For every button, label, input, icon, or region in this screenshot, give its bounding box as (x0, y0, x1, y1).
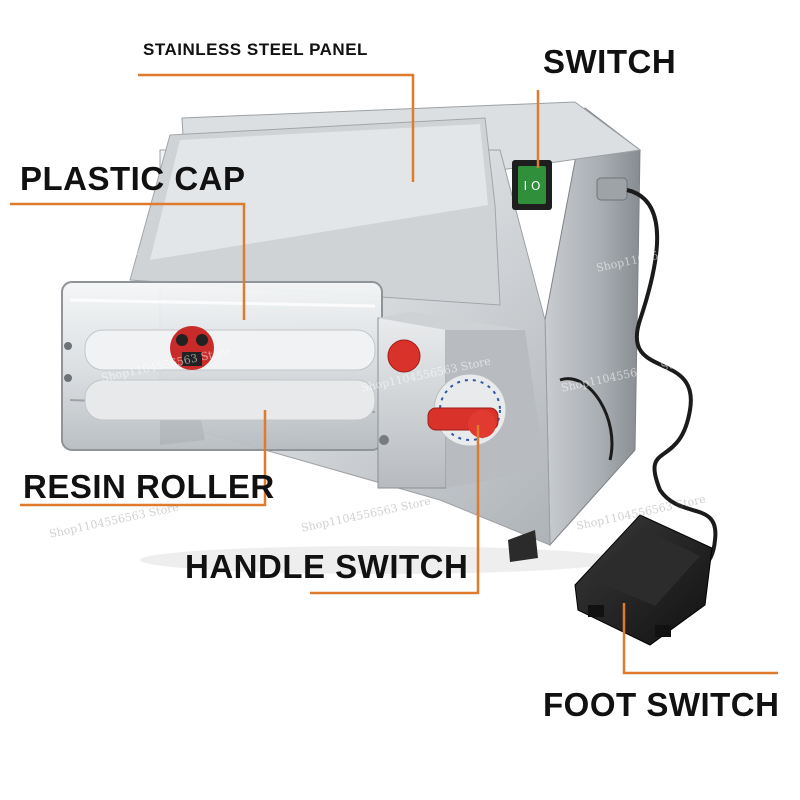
callout-stainless-steel-panel (138, 73, 415, 182)
resin-roller-lower (84, 379, 376, 421)
label-handle-switch: HANDLE SWITCH (185, 548, 469, 585)
callout-resin-roller (20, 410, 267, 507)
callout-handle-switch (310, 425, 480, 595)
svg-text:I O: I O (524, 179, 541, 193)
power-cable (626, 188, 718, 601)
resin-roller (84, 329, 376, 371)
right-foot (508, 530, 538, 562)
tray-highlight (150, 124, 488, 260)
red-button (387, 339, 421, 373)
callout-plastic-cap (10, 202, 246, 320)
side-panel (544, 107, 641, 547)
switch-rocker (518, 166, 546, 204)
callout-lines (10, 73, 778, 675)
label-resin-roller: RESIN ROLLER (23, 468, 275, 505)
label-switch: SWITCH (543, 43, 677, 80)
label-plastic-cap: PLASTIC CAP (20, 160, 246, 197)
label-stainless-steel-panel: STAINLESS STEEL PANEL (143, 40, 368, 59)
label-foot-switch: FOOT SWITCH (543, 686, 780, 723)
floor-shadow (140, 546, 620, 574)
cable-connector (596, 177, 628, 201)
callout-foot-switch (622, 603, 778, 675)
